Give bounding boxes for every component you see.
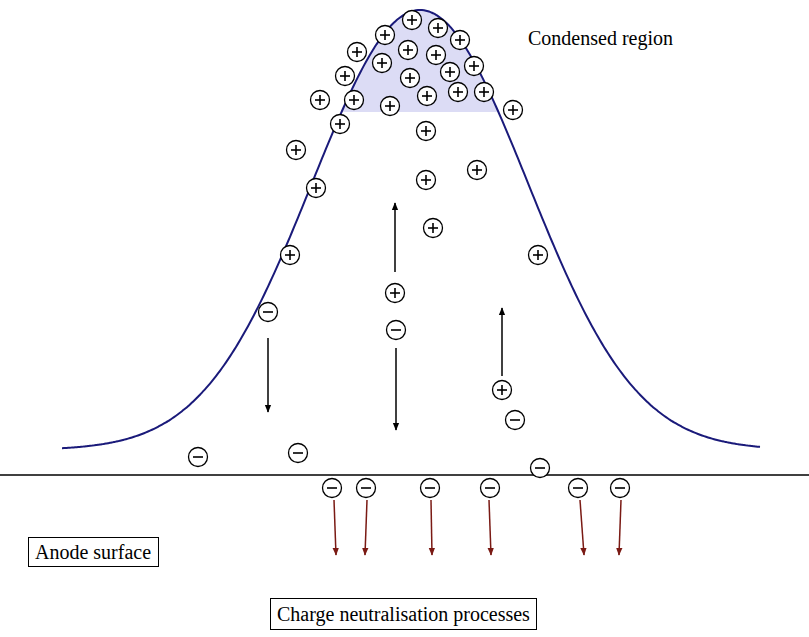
motion-arrow (267, 338, 269, 412)
neutralisation-arrow (431, 500, 432, 555)
electron-symbol (611, 479, 630, 498)
cation-symbol (403, 11, 422, 30)
bell-curve (62, 10, 760, 448)
cation-symbol (427, 46, 446, 65)
cation-symbol (424, 219, 443, 238)
cation-symbol (386, 284, 405, 303)
motion-arrow (394, 203, 396, 272)
cation-symbol (441, 63, 460, 82)
cation-symbol (331, 115, 350, 134)
cation-symbol (376, 26, 395, 45)
cation-symbol (429, 19, 448, 38)
cation-symbol (418, 87, 437, 106)
region-label: Condensed region (528, 26, 673, 50)
cation-symbol (451, 31, 470, 50)
neutralisation-arrow (365, 500, 367, 555)
cation-symbol (417, 122, 436, 141)
neutralisation-arrow (489, 500, 491, 555)
cation-symbol (281, 246, 300, 265)
electron-symbol (531, 459, 550, 478)
motion-arrow (395, 348, 397, 430)
cation-symbol (307, 179, 326, 198)
electron-symbol (421, 479, 440, 498)
electron-symbol (357, 479, 376, 498)
cation-symbol (373, 54, 392, 73)
cation-symbol (345, 91, 364, 110)
box-label: Charge neutralisation processes (277, 602, 530, 626)
cation-symbol (529, 246, 548, 265)
electron-symbol (323, 479, 342, 498)
cation-symbol (465, 57, 484, 76)
cation-symbol (475, 83, 494, 102)
electron-symbol (259, 303, 278, 322)
cation-symbol (348, 43, 367, 62)
cation-symbol (417, 171, 436, 190)
neutralisation-arrow (619, 500, 621, 555)
cation-symbol (287, 141, 306, 160)
electron-symbol (506, 411, 525, 430)
text-box: Charge neutralisation processes (270, 598, 537, 630)
cation-symbol (449, 83, 468, 102)
cation-symbol (504, 101, 523, 120)
electron-symbol (569, 479, 588, 498)
motion-arrow (501, 308, 503, 376)
electron-symbol (387, 321, 406, 340)
condensed-region-fill (250, 0, 590, 112)
text-box: Anode surface (28, 537, 159, 567)
neutralisation-arrow (334, 500, 336, 555)
neutralisation-arrow (580, 500, 584, 555)
box-label: Anode surface (35, 540, 152, 564)
cation-symbol (399, 41, 418, 60)
cation-symbol (493, 381, 512, 400)
electron-symbol (481, 479, 500, 498)
electron-symbol (189, 448, 208, 467)
anode-line (0, 474, 809, 475)
cation-symbol (381, 97, 400, 116)
cation-symbol (401, 69, 420, 88)
cation-symbol (468, 161, 487, 180)
cation-symbol (336, 67, 355, 86)
electron-symbol (289, 444, 308, 463)
cation-symbol (311, 91, 330, 110)
